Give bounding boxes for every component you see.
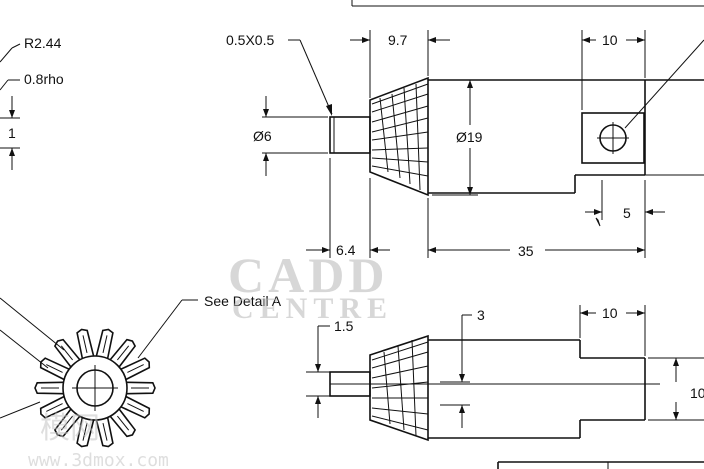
gear-tooth [76,328,95,359]
gear-tooth-line [117,345,130,361]
label-see-detail: See Detail A [204,293,282,309]
gear-tooth-line [82,422,88,441]
label-rho: 0.8rho [24,71,64,87]
watermark: CADD CENTRE 模网 www.3dmox.com [28,247,393,469]
label-5: 5 [623,205,631,221]
gear-tooth-line [60,415,73,431]
watermark-cadd: CADD [228,247,388,303]
gear-tooth [109,338,137,368]
gear-tooth-line [46,364,63,373]
watermark-cn: 模网 [40,411,100,446]
dim-3: 3 [440,307,485,428]
gear-tooth-line [46,403,63,412]
label-chamfer: 0.5X0.5 [226,32,274,48]
dim-right-cut: 10 [648,357,704,421]
dim-15: 1.5 [306,318,354,418]
label-3: 3 [477,307,485,323]
dim-d6: Ø6 [253,96,328,176]
gear-tooth [53,338,81,368]
dim-d19: Ø19 [432,79,483,196]
label-d6: Ø6 [253,128,272,144]
gear-tooth [76,417,95,448]
top-gear-view [329,39,704,197]
label-10-top: 10 [602,32,618,48]
label-r244: R2.44 [24,35,62,51]
gear-tooth-line [102,422,108,441]
dim-5: 5 [585,180,665,227]
dim-10-top: 10 [581,30,646,110]
dim-chamfer: 0.5X0.5 [226,32,333,116]
label-d19: Ø19 [456,129,483,145]
gear-tooth [120,357,151,381]
left-dimension-group: R2.44 0.8rho 1 [0,35,64,170]
gear-front-view: See Detail A [0,293,282,448]
dim-97: 9.7 [350,30,450,98]
gear-tooth-line [127,403,144,412]
dim-64-35: 6.4 35 [306,158,646,259]
watermark-site: www.3dmox.com [28,450,169,469]
dim-10-bottom: 10 [579,305,646,356]
gear-tooth [39,395,70,419]
label-15: 1.5 [334,318,354,334]
label-10-bottom: 10 [602,305,618,321]
gear-tooth [34,381,64,395]
watermark-centre: CENTRE [232,292,393,325]
gear-tooth [95,328,114,359]
gear-tooth [126,381,156,395]
gear-tooth-line [127,364,144,373]
label-one: 1 [8,125,16,141]
gear-tooth [109,408,137,438]
gear-tooth-line [117,415,130,431]
gear-tooth-line [102,335,108,354]
gear-tooth [53,408,81,438]
label-97: 9.7 [388,32,408,48]
gear-tooth [120,395,151,419]
label-right-10: 10 [690,385,704,401]
gear-tooth-line [82,335,88,354]
label-35: 35 [518,243,534,259]
gear-tooth [95,417,114,448]
label-64: 6.4 [336,242,356,258]
bottom-gear-view [329,334,660,442]
gear-tooth-line [60,345,73,361]
